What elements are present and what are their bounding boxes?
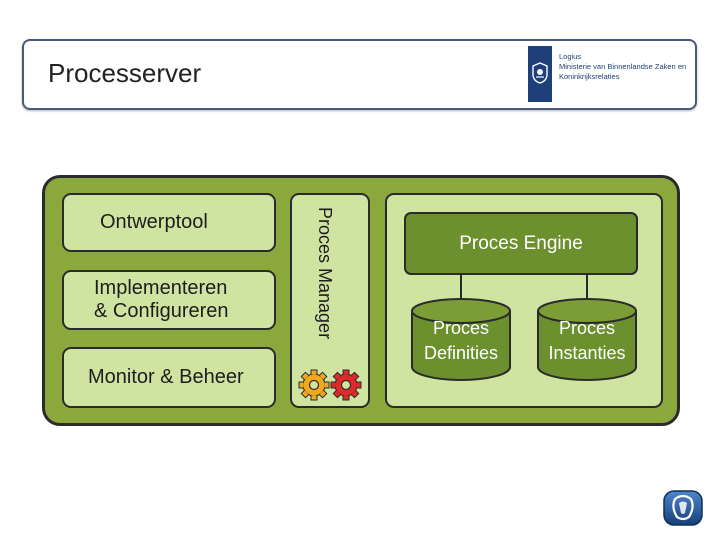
logo-line-1: Logius [559,52,582,61]
proces-instanties-line1: Proces [558,318,616,338]
gear-icons [298,369,362,401]
slide-title: Processerver [48,58,202,88]
proces-instanties-label: Proces Instanties [538,316,636,366]
ontwerptool-label: Ontwerptool [100,211,208,233]
proces-manager-box [290,193,370,408]
orange-gear-icon [298,369,330,401]
proces-instanties-line2: Instanties [548,343,626,363]
proces-engine-box: Proces Engine [404,212,638,275]
proces-definities-line2: Definities [423,343,499,363]
proces-manager-label: Proces Manager [315,207,335,339]
monitor-beheer-label: Monitor & Beheer [88,366,244,388]
proces-definities-label: Proces Definities [412,316,510,366]
logo-line-2: Ministerie van Binnenlandse Zaken en [559,62,687,71]
proces-engine-label: Proces Engine [459,232,583,254]
implementeren-box: Implementeren & Configureren [62,270,276,330]
crest-icon [532,62,548,84]
logo-line-3: Koninkrijksrelaties [559,72,620,81]
red-gear-icon [330,369,362,401]
proces-manager-label-svg: Proces Manager [315,207,335,339]
corner-logo-icon [663,490,703,526]
title-frame [22,39,697,110]
logo-bar [528,46,552,102]
ministry-logo: Logius Ministerie van Binnenlandse Zaken… [528,46,698,104]
ontwerptool-box: Ontwerptool [62,193,276,252]
monitor-beheer-box: Monitor & Beheer [62,347,276,408]
implementeren-label: Implementeren & Configureren [94,277,229,322]
proces-definities-line1: Proces [432,318,490,338]
proces-definities-cylinder [411,298,511,381]
logo-text: Logius Ministerie van Binnenlandse Zaken… [559,52,686,82]
proces-instanties-cylinder [537,298,637,381]
